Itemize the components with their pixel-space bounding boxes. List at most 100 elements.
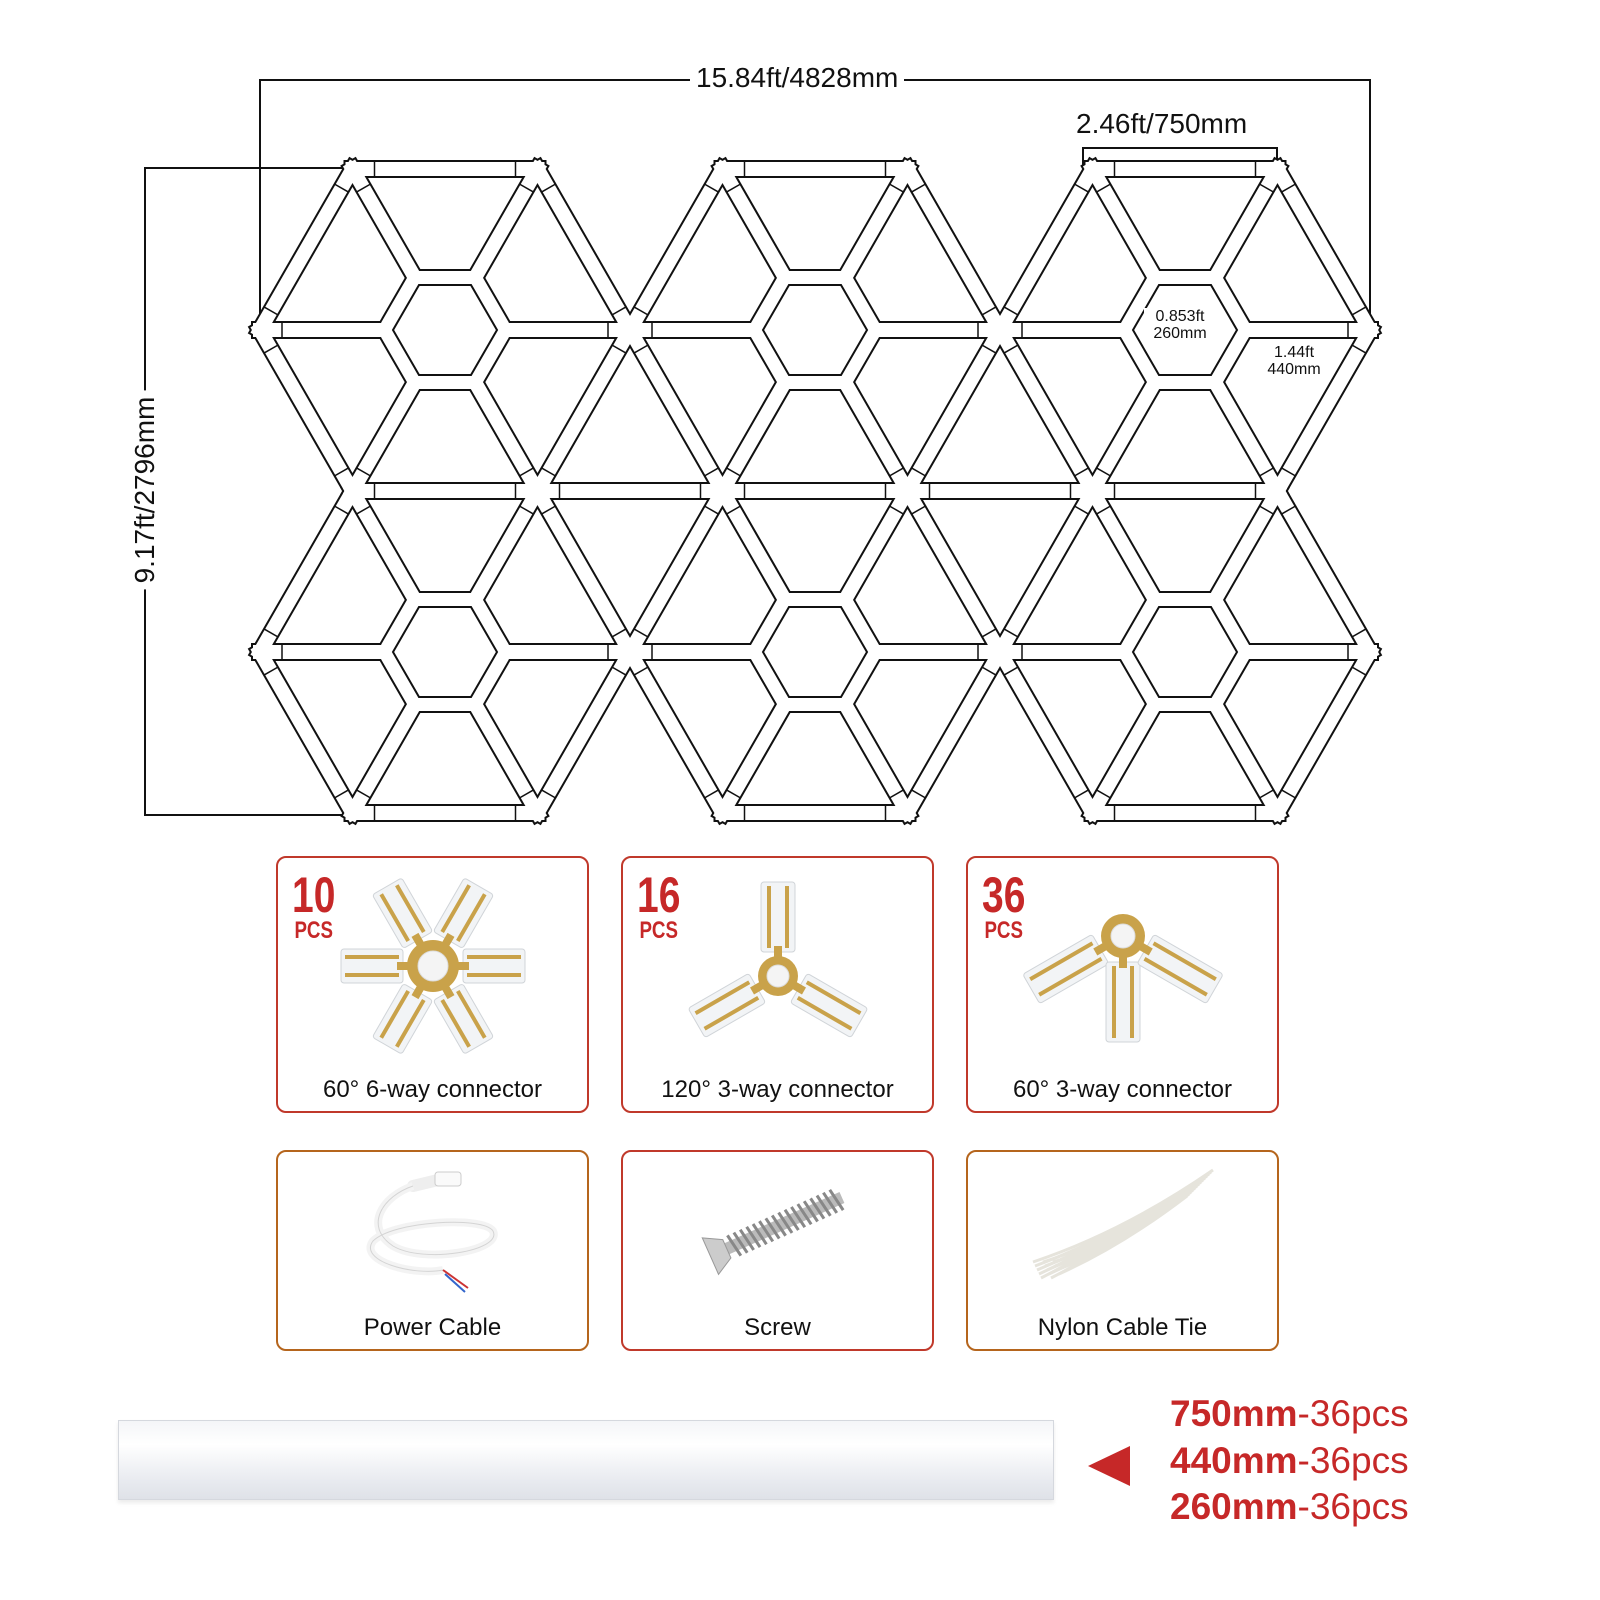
connector-joint	[1281, 505, 1296, 515]
connector-joint	[611, 628, 627, 638]
connector-joint	[726, 505, 741, 515]
screw-thread	[796, 1203, 812, 1226]
light-bar	[990, 481, 1103, 662]
connector-joint	[1003, 628, 1019, 638]
segment-260-mm: 260mm	[1153, 325, 1207, 342]
connector-joint	[981, 666, 997, 676]
connector-joint	[541, 467, 556, 477]
connector-joint	[356, 183, 371, 193]
light-bar	[1267, 159, 1380, 340]
connector-joint	[356, 505, 371, 515]
total-width-label: 15.84ft/4828mm	[690, 64, 905, 92]
inner-hexagon	[391, 605, 499, 699]
connector-joint	[889, 789, 904, 799]
inner-hexagon-bar	[375, 590, 425, 662]
light-bar	[1267, 320, 1380, 501]
6-way-connector-image	[340, 878, 525, 1054]
segment-260-ft: 0.853ft	[1155, 308, 1205, 325]
bar-count-750: 750mm-36pcs	[1170, 1393, 1409, 1434]
light-bar	[250, 159, 363, 340]
screw-thread	[764, 1217, 780, 1240]
connector-joint	[334, 183, 349, 193]
light-bar	[527, 642, 640, 823]
inner-hexagon-bar	[745, 590, 795, 662]
connector-joint	[981, 344, 997, 354]
connector-joint	[1351, 306, 1367, 316]
light-bar	[250, 481, 363, 662]
screw-thread	[776, 1211, 793, 1234]
inner-hexagon-bar	[1205, 268, 1255, 340]
inner-hexagon	[391, 283, 499, 377]
connector-joint	[1003, 344, 1019, 354]
connector-joint	[633, 306, 649, 316]
segment-260-label: 0.853ft 260mm	[1144, 308, 1216, 342]
accessory-card-screw: Screw	[621, 1150, 934, 1351]
inner-hexagon	[761, 283, 869, 377]
connector-joint	[1074, 183, 1089, 193]
inner-hexagon-bar	[1205, 642, 1255, 714]
connector-joint	[1281, 183, 1296, 193]
light-bar	[527, 320, 640, 501]
connector-joint	[726, 183, 741, 193]
light-bar	[250, 642, 363, 823]
connector-joint	[334, 505, 349, 515]
connector-joint	[1281, 789, 1296, 799]
connector-joint	[611, 666, 627, 676]
cable-tie-image	[1032, 1168, 1214, 1280]
connector-joint	[263, 628, 279, 638]
inner-hexagon-bar	[465, 320, 515, 392]
connector-joint	[633, 344, 649, 354]
connector-joint	[1259, 789, 1274, 799]
light-bar	[620, 320, 733, 501]
screw-thread	[770, 1214, 787, 1237]
connector-joint	[704, 467, 719, 477]
light-bar	[250, 320, 363, 501]
connector-joint	[519, 505, 534, 515]
connector-joint	[263, 344, 279, 354]
screw-thread	[828, 1188, 844, 1211]
light-bar	[527, 159, 640, 340]
connector-arm	[372, 878, 436, 968]
inner-hexagon-bar	[745, 268, 795, 340]
segment-440-ft: 1.44ft	[1273, 344, 1315, 361]
inner-hexagon-bar	[835, 590, 885, 662]
light-bar	[1267, 642, 1380, 823]
accessory-label: Nylon Cable Tie	[1037, 1314, 1208, 1341]
connector-arm	[1105, 936, 1140, 1043]
connector-joint	[911, 467, 926, 477]
screw-thread	[821, 1191, 838, 1214]
connector-joint	[981, 628, 997, 638]
light-bar	[990, 159, 1103, 340]
inner-hexagon-bar	[375, 268, 425, 340]
connector-joint	[889, 183, 904, 193]
bar-count-260: 260mm-36pcs	[1170, 1486, 1409, 1527]
connector-arm	[1022, 932, 1125, 1004]
connector-joint	[726, 467, 741, 477]
connector-joint	[704, 789, 719, 799]
inner-hexagon-bar	[1205, 590, 1255, 662]
light-bar	[990, 320, 1103, 501]
screw-image	[700, 1188, 844, 1276]
connector-joint	[704, 505, 719, 515]
inner-hexagon-bar	[465, 268, 515, 340]
light-bar	[620, 481, 733, 662]
screw-thread	[815, 1194, 832, 1217]
light-bar	[527, 481, 640, 662]
inner-hexagon-bar	[745, 642, 795, 714]
light-bar	[897, 159, 1010, 340]
inner-hexagon-bar	[465, 642, 515, 714]
connector-joint	[356, 789, 371, 799]
connector-joint	[633, 666, 649, 676]
screw-thread	[757, 1220, 774, 1243]
light-bar	[990, 642, 1103, 823]
connector-arm	[775, 972, 867, 1038]
inner-hexagon-bar	[835, 320, 885, 392]
connector-joint	[726, 789, 741, 799]
screw-thread	[744, 1226, 761, 1248]
cable-tie	[1032, 1168, 1214, 1264]
connector-joint	[1074, 505, 1089, 515]
inner-hexagon-bar	[1115, 268, 1165, 340]
light-bar	[897, 642, 1010, 823]
